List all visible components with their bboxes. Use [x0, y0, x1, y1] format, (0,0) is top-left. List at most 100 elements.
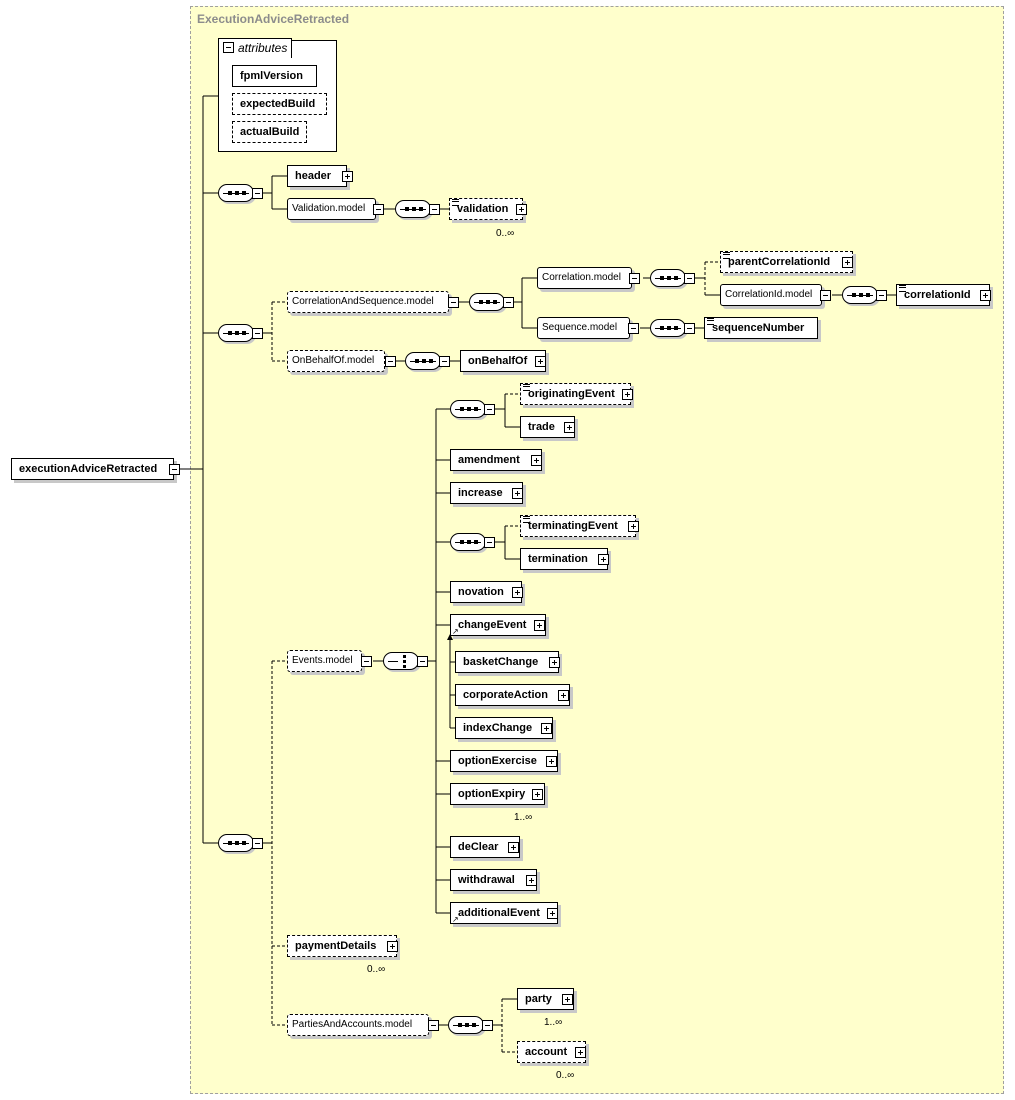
collapse-icon[interactable]: [629, 273, 640, 284]
element-party[interactable]: party: [517, 988, 574, 1010]
element-withdrawal[interactable]: withdrawal: [450, 869, 537, 891]
group-correlation-model[interactable]: Correlation.model: [537, 267, 632, 289]
expand-icon[interactable]: [622, 389, 633, 400]
group-on-behalf-of-model[interactable]: OnBehalfOf.model: [287, 350, 385, 372]
expand-icon[interactable]: [526, 875, 537, 886]
element-increase[interactable]: increase: [450, 482, 523, 504]
element-novation[interactable]: novation: [450, 581, 522, 603]
expand-icon[interactable]: [342, 171, 353, 182]
expand-icon[interactable]: [535, 356, 546, 367]
expand-icon[interactable]: [512, 587, 523, 598]
documentation-icon: [452, 199, 459, 206]
group-correlation-and-sequence-model[interactable]: CorrelationAndSequence.model: [287, 291, 449, 313]
element-option-exercise[interactable]: optionExercise: [450, 750, 558, 772]
group-events-model[interactable]: Events.model: [287, 650, 362, 672]
element-trade[interactable]: trade: [520, 416, 575, 438]
attributes-label: attributes: [238, 41, 288, 55]
expand-icon[interactable]: [562, 994, 573, 1005]
element-parent-correlation-id[interactable]: parentCorrelationId: [720, 251, 853, 273]
sequence-collapse-icon[interactable]: [252, 838, 263, 849]
sequence-collapse-icon[interactable]: [484, 537, 495, 548]
documentation-icon: [523, 516, 530, 523]
element-validation[interactable]: validation: [449, 198, 523, 220]
expand-icon[interactable]: [575, 1047, 586, 1058]
element-header[interactable]: header: [287, 165, 347, 187]
sequence-collapse-icon[interactable]: [482, 1020, 493, 1031]
element-terminating-event[interactable]: terminatingEvent: [520, 515, 636, 537]
collapse-icon[interactable]: [373, 204, 384, 215]
element-correlation-id[interactable]: correlationId: [896, 284, 990, 306]
sequence-compositor-icon: [448, 1016, 484, 1034]
expand-icon[interactable]: [516, 204, 527, 215]
expand-icon[interactable]: [532, 789, 543, 800]
expand-icon[interactable]: [549, 657, 560, 668]
sequence-collapse-icon[interactable]: [503, 297, 514, 308]
element-termination[interactable]: termination: [520, 548, 608, 570]
element-amendment[interactable]: amendment: [450, 449, 542, 471]
expand-icon[interactable]: [541, 723, 552, 734]
root-element[interactable]: executionAdviceRetracted: [11, 458, 174, 480]
element-on-behalf-of[interactable]: onBehalfOf: [460, 350, 546, 372]
choice-collapse-icon[interactable]: [417, 656, 428, 667]
sequence-collapse-icon[interactable]: [252, 188, 263, 199]
collapse-icon[interactable]: [820, 290, 831, 301]
collapse-icon[interactable]: [385, 356, 396, 367]
expand-icon[interactable]: [546, 756, 557, 767]
attr-expected-build[interactable]: expectedBuild: [232, 93, 327, 115]
collapse-icon[interactable]: [448, 297, 459, 308]
sequence-collapse-icon[interactable]: [684, 323, 695, 334]
group-validation-model[interactable]: Validation.model: [287, 198, 376, 220]
sequence-collapse-icon[interactable]: [252, 328, 263, 339]
sequence-collapse-icon[interactable]: [439, 356, 450, 367]
sequence-compositor-icon: [218, 324, 254, 342]
sequence-collapse-icon[interactable]: [429, 204, 440, 215]
sequence-collapse-icon[interactable]: [684, 273, 695, 284]
expand-icon[interactable]: [564, 422, 575, 433]
element-sequence-number[interactable]: sequenceNumber: [704, 317, 818, 339]
expand-icon[interactable]: [547, 908, 558, 919]
documentation-icon: [523, 384, 530, 391]
expand-icon[interactable]: [558, 690, 569, 701]
reference-arrow-icon: ↗: [452, 627, 459, 636]
sequence-compositor-icon: [395, 200, 431, 218]
sequence-compositor-icon: [450, 533, 486, 551]
sequence-compositor-icon: [842, 286, 878, 304]
collapse-icon[interactable]: [428, 1020, 439, 1031]
element-index-change[interactable]: indexChange: [455, 717, 553, 739]
expand-icon[interactable]: [512, 488, 523, 499]
sequence-compositor-icon: [218, 834, 254, 852]
collapse-icon[interactable]: [361, 656, 372, 667]
expand-icon[interactable]: [598, 554, 609, 565]
expand-icon[interactable]: [387, 941, 398, 952]
collapse-icon[interactable]: [628, 323, 639, 334]
expand-icon[interactable]: [628, 521, 639, 532]
attributes-collapse-icon[interactable]: [223, 42, 234, 53]
expand-icon[interactable]: [508, 842, 519, 853]
expand-icon[interactable]: [980, 290, 991, 301]
root-collapse-icon[interactable]: [169, 464, 180, 475]
expand-icon[interactable]: [534, 620, 545, 631]
expand-icon[interactable]: [531, 455, 542, 466]
occurrence-label: 1..∞: [544, 1017, 563, 1028]
element-originating-event[interactable]: originatingEvent: [520, 383, 631, 405]
element-option-expiry[interactable]: optionExpiry: [450, 783, 545, 805]
group-sequence-model[interactable]: Sequence.model: [537, 317, 630, 339]
attr-actual-build[interactable]: actualBuild: [232, 121, 307, 143]
group-correlation-id-model[interactable]: CorrelationId.model: [720, 284, 822, 306]
element-de-clear[interactable]: deClear: [450, 836, 520, 858]
sequence-collapse-icon[interactable]: [876, 290, 887, 301]
element-corporate-action[interactable]: corporateAction: [455, 684, 570, 706]
sequence-collapse-icon[interactable]: [484, 404, 495, 415]
element-basket-change[interactable]: basketChange: [455, 651, 559, 673]
attr-fpml-version[interactable]: fpmlVersion: [232, 65, 317, 87]
element-change-event[interactable]: changeEvent: [450, 614, 546, 636]
element-additional-event[interactable]: additionalEvent: [450, 902, 558, 924]
element-payment-details[interactable]: paymentDetails: [287, 935, 397, 957]
occurrence-label: 0..∞: [556, 1070, 575, 1081]
expand-icon[interactable]: [842, 257, 853, 268]
occurrence-label: 0..∞: [367, 964, 386, 975]
element-account[interactable]: account: [517, 1041, 586, 1063]
group-parties-and-accounts-model[interactable]: PartiesAndAccounts.model: [287, 1014, 429, 1036]
